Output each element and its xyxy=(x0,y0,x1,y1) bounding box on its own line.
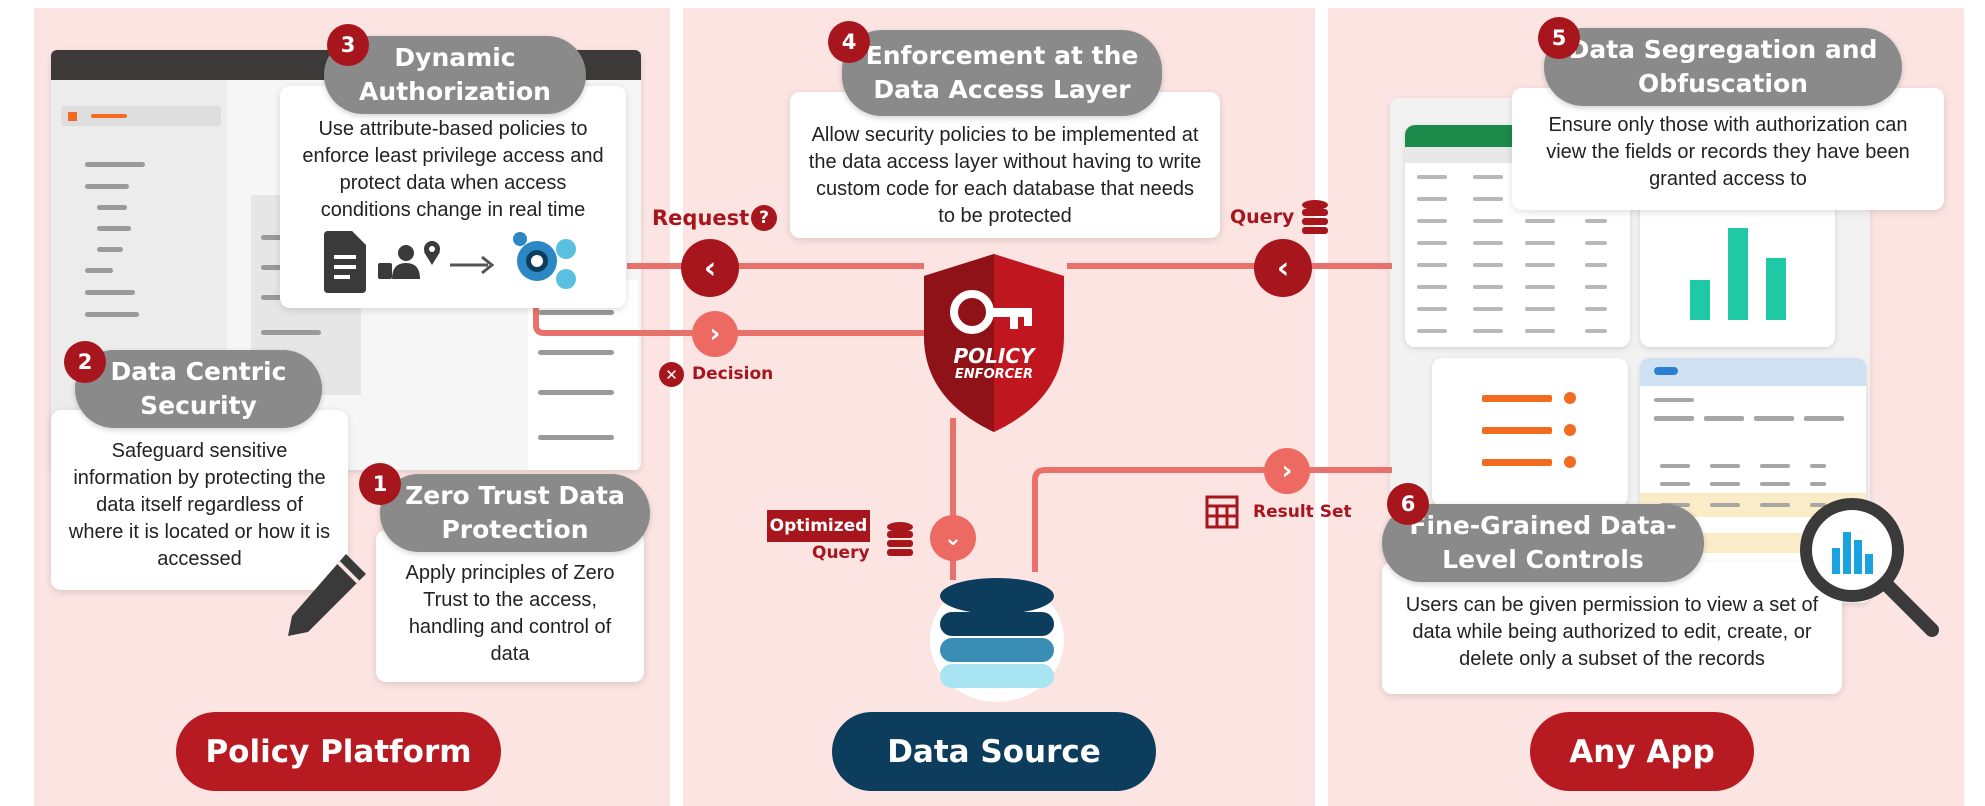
step2-body: Safeguard sensitive information by prote… xyxy=(68,440,331,570)
result-set-chevron-icon: › xyxy=(1264,448,1310,494)
step5-body: Ensure only those with authorization can… xyxy=(1546,114,1910,190)
step2-title: Data Centric Security xyxy=(75,350,322,428)
optimized-query-chevron-icon: ⌄ xyxy=(930,515,976,561)
decision-chevron-icon: › xyxy=(692,311,738,357)
policy-enforcer-shield xyxy=(924,254,1064,432)
step2-number: 2 xyxy=(64,341,106,383)
database-icon xyxy=(887,522,913,556)
result-set-label: Result Set xyxy=(1253,502,1352,522)
list-card xyxy=(1432,358,1628,506)
step5-title: Data Segregation and Obfuscation xyxy=(1544,28,1902,106)
step3-title: Dynamic Authorization xyxy=(324,36,586,114)
gears-icon xyxy=(513,232,576,289)
step3-number: 3 xyxy=(327,24,369,66)
step4-body: Allow security policies to be implemente… xyxy=(808,124,1202,227)
step3-icons xyxy=(324,231,576,293)
app-grid-icon xyxy=(68,112,77,121)
users-location-icon xyxy=(378,241,440,279)
table-grid-icon xyxy=(1205,495,1239,529)
decision-icon: ✕ xyxy=(659,362,684,387)
step6-number: 6 xyxy=(1387,483,1429,525)
step1-number: 1 xyxy=(359,463,401,505)
key-icon xyxy=(950,290,1032,334)
step1-title: Zero Trust Data Protection xyxy=(380,474,650,552)
step3-body: Use attribute-based policies to enforce … xyxy=(302,118,604,221)
step2-card: Safeguard sensitive information by prote… xyxy=(51,410,348,590)
database-icon xyxy=(1302,200,1328,234)
step6-title: Fine-Grained Data-Level Controls xyxy=(1382,504,1704,582)
sidebar-active-bar xyxy=(91,114,127,118)
request-label: Request xyxy=(652,206,750,230)
footer-data-source: Data Source xyxy=(832,712,1156,791)
optimized-query-label: Query xyxy=(812,543,870,563)
query-label: Query xyxy=(1230,206,1295,228)
footer-policy-platform: Policy Platform xyxy=(176,712,501,791)
step4-title: Enforcement at the Data Access Layer xyxy=(842,30,1162,116)
question-icon: ? xyxy=(751,205,777,231)
arrow-right-icon xyxy=(450,255,495,275)
bar-chart-icon xyxy=(1690,228,1786,320)
sidebar-active-item xyxy=(61,106,221,126)
step4-card: Allow security policies to be implemente… xyxy=(790,92,1220,238)
bar-chart-card xyxy=(1640,200,1835,347)
query-chevron-icon: ‹ xyxy=(1254,239,1312,297)
decision-line xyxy=(533,303,924,336)
step5-card: Ensure only those with authorization can… xyxy=(1512,88,1944,210)
step5-number: 5 xyxy=(1538,17,1580,59)
step1-card: Apply principles of Zero Trust to the ac… xyxy=(376,530,644,682)
request-chevron-icon: ‹ xyxy=(681,239,739,297)
optimized-label: Optimized xyxy=(767,510,870,542)
pencil-icon xyxy=(288,554,366,636)
step4-number: 4 xyxy=(828,21,870,63)
magnifier-chart-icon xyxy=(1800,498,1939,637)
footer-any-app: Any App xyxy=(1530,712,1754,791)
shield-line2: ENFORCER xyxy=(954,367,1034,382)
document-icon xyxy=(324,231,366,293)
result-set-line xyxy=(1032,467,1392,572)
step6-body: Users can be given permission to view a … xyxy=(1405,594,1819,670)
step6-card: Users can be given permission to view a … xyxy=(1382,562,1842,694)
step1-body: Apply principles of Zero Trust to the ac… xyxy=(405,562,615,665)
shield-line1: POLICY xyxy=(953,344,1035,368)
data-source-database-icon xyxy=(930,578,1064,702)
list-icon xyxy=(1482,392,1576,468)
decision-label: Decision xyxy=(692,364,774,384)
